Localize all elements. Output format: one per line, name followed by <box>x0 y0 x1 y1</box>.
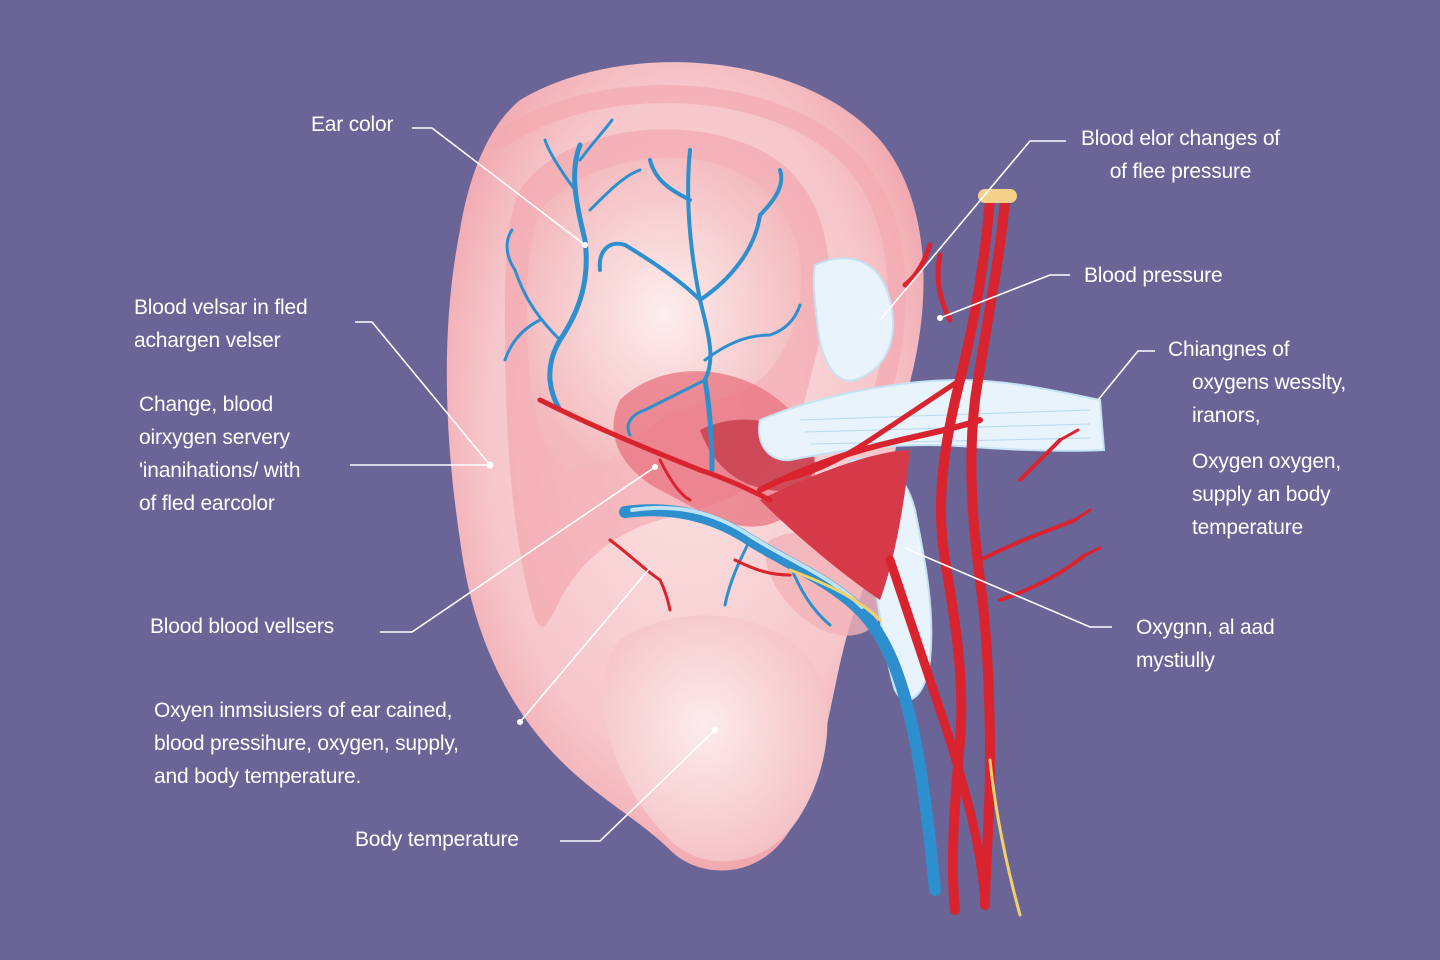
label-line: oirxygen servery <box>139 426 290 449</box>
artery-cross <box>757 417 983 493</box>
label-line: Change, blood <box>139 393 274 416</box>
label-line: and body temperature. <box>154 765 362 788</box>
vein-branch-left <box>503 118 642 362</box>
label-line: blood pressihure, oxygen, supply, <box>154 732 459 755</box>
artery-trunk-left <box>935 195 995 915</box>
vein-main-descending <box>702 377 715 473</box>
ear-helix-rim <box>491 85 906 409</box>
label-line: of fled earcolor <box>139 492 275 515</box>
cartilage-band-upper <box>812 257 895 382</box>
label-line: Body temperature <box>355 828 519 851</box>
nerve-lower <box>988 758 1022 917</box>
label-ear-color: Ear color <box>311 108 393 141</box>
leader-body-temperature <box>560 729 716 842</box>
leader-lines <box>350 127 1155 842</box>
leader-blood-pressure <box>939 274 1070 319</box>
label-oxygen-supply: Oxygen oxygen, supply an body temperatur… <box>1192 445 1341 544</box>
vein-trunk-highlight <box>630 505 864 609</box>
label-blood-vessel-fled: Blood velsar in fled achargen velser <box>134 291 308 357</box>
label-line: Chiangnes of <box>1168 338 1290 361</box>
leader-blood-vessel <box>355 321 491 466</box>
label-line: Blood elor changes of <box>1081 127 1280 150</box>
vein-main-center <box>597 148 784 382</box>
leader-dot-body-temperature <box>712 727 718 733</box>
vein-branch-right <box>626 303 802 437</box>
artery-branch-right-tip <box>1058 428 1102 557</box>
label-line: oxygens wesslty, <box>1192 371 1346 394</box>
label-blood-blood-vessels: Blood blood vellsers <box>150 610 334 643</box>
label-oxygen-summary: Oxyen inmsiusiers of ear cained, blood p… <box>154 694 459 793</box>
label-line: temperature <box>1192 516 1304 539</box>
leader-dot-oxygen-summary <box>517 719 523 725</box>
leader-dot-blood-vessel <box>486 461 494 469</box>
leader-dots <box>486 242 943 733</box>
label-line: Oxyen inmsiusiers of ear cained, <box>154 699 453 722</box>
leader-blood-color <box>879 140 1066 321</box>
label-blood-pressure: Blood pressure <box>1084 259 1223 292</box>
leader-dot-ear-color <box>582 242 588 248</box>
label-line: 'inanihations/ with <box>139 459 301 482</box>
cartilage <box>758 257 1106 701</box>
label-blood-color-pressure: Blood elor changes of of flee pressure <box>1081 122 1280 188</box>
label-line: Blood velsar in fled <box>134 296 308 319</box>
leader-oxygen-mystery <box>904 547 1112 628</box>
artery-branch-to-ear <box>537 397 773 503</box>
leader-oxygen-summary <box>519 567 651 723</box>
leader-ear-color <box>412 127 586 246</box>
leader-blood-vessels <box>380 466 656 633</box>
leader-dot-blood-pressure <box>937 315 943 321</box>
label-line: of flee pressure <box>1109 160 1252 183</box>
label-change-blood-oxygen: Change, blood oirxygen servery 'inanihat… <box>139 388 301 520</box>
leader-changes-oxygen <box>1097 350 1155 401</box>
label-oxygen-mystery: Oxygnn, al aad mystiully <box>1136 611 1275 677</box>
label-line: Ear color <box>311 113 394 136</box>
label-line: Blood blood vellsers <box>150 615 334 638</box>
label-body-temperature: Body temperature <box>355 823 519 856</box>
veins <box>503 118 941 896</box>
label-line: Oxygen oxygen, <box>1192 450 1341 473</box>
nerves <box>788 568 1022 917</box>
label-line: supply an body <box>1192 483 1331 506</box>
nerve-upper <box>788 568 882 622</box>
label-line: Oxygnn, al aad <box>1136 616 1275 639</box>
artery-trunk-lower <box>885 555 990 905</box>
label-changes-oxygen: Chiangnes of oxygens wesslty, iranors, <box>1168 333 1346 432</box>
artery-branch-small <box>608 458 792 612</box>
vein-trunk <box>619 504 941 896</box>
label-line: achargen velser <box>134 329 281 352</box>
ear-lobe <box>603 615 828 862</box>
leader-dot-blood-vessels <box>652 464 658 470</box>
artery-branch-lower-right <box>978 438 1087 602</box>
inner-tissue <box>760 450 910 600</box>
label-line: iranors, <box>1192 404 1261 427</box>
label-line: mystiully <box>1136 649 1215 672</box>
label-line: Blood pressure <box>1084 264 1223 287</box>
